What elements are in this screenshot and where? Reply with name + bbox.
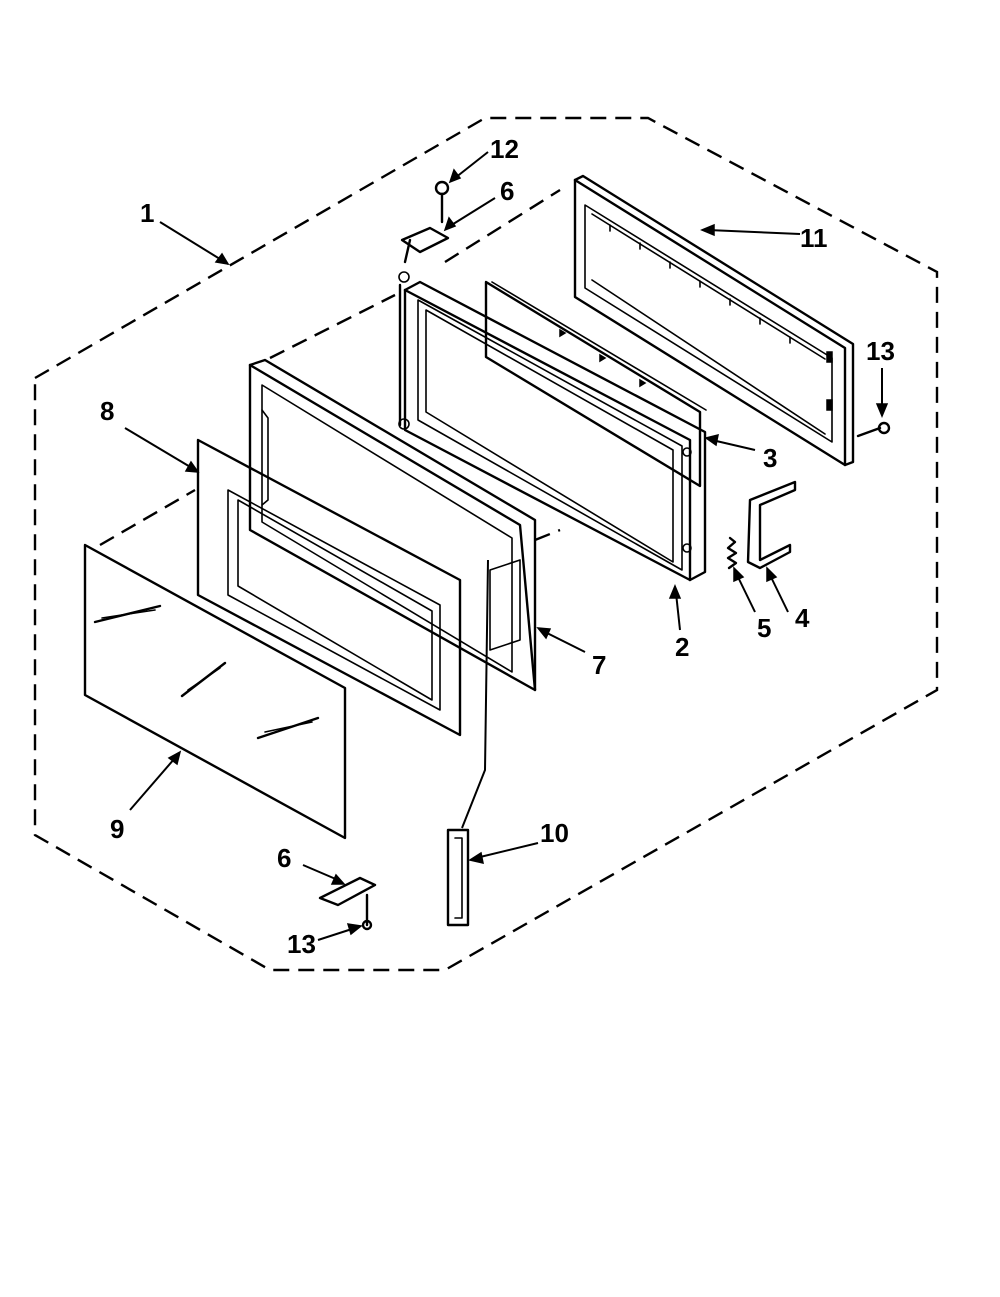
part-2-inner-door-assembly: [398, 271, 707, 582]
callout-8: 8: [100, 396, 114, 426]
part-11-door-frame: [573, 174, 855, 467]
callout-6-top: 6: [500, 176, 514, 206]
guide-line: [534, 528, 561, 542]
callout-12: 12: [490, 134, 519, 164]
callout-2: 2: [675, 632, 689, 662]
assembly-boundary: [33, 116, 939, 972]
guide-line: [444, 188, 561, 264]
callout-5: 5: [757, 613, 771, 643]
part-10-handle: [446, 559, 489, 927]
callout-1: 1: [140, 198, 154, 228]
callout-10: 10: [540, 818, 569, 848]
part-9-glass: [83, 543, 347, 840]
callout-9: 9: [110, 814, 124, 844]
part-6-hinge-bottom: [318, 876, 377, 907]
part-6-hinge-top: [400, 226, 450, 264]
part-13-screw-bottom: [361, 893, 373, 931]
part-4-latch: [746, 480, 797, 570]
part-8-outer-frame: [196, 438, 462, 737]
callout-3: 3: [763, 443, 777, 473]
callout-4: 4: [795, 603, 810, 633]
part-7-choke-frame: [248, 358, 537, 692]
part-12-screw: [434, 180, 450, 224]
callout-6-bottom: 6: [277, 843, 291, 873]
callout-11: 11: [800, 223, 828, 253]
callout-7: 7: [592, 650, 606, 680]
guide-line: [269, 293, 396, 360]
callout-13-bottom: 13: [287, 929, 316, 959]
part-5-spring: [726, 536, 738, 570]
leader-lines: [124, 151, 889, 941]
part-13-screw-right: [856, 421, 891, 438]
callout-13-right: 13: [866, 336, 895, 366]
guide-line: [99, 488, 196, 547]
